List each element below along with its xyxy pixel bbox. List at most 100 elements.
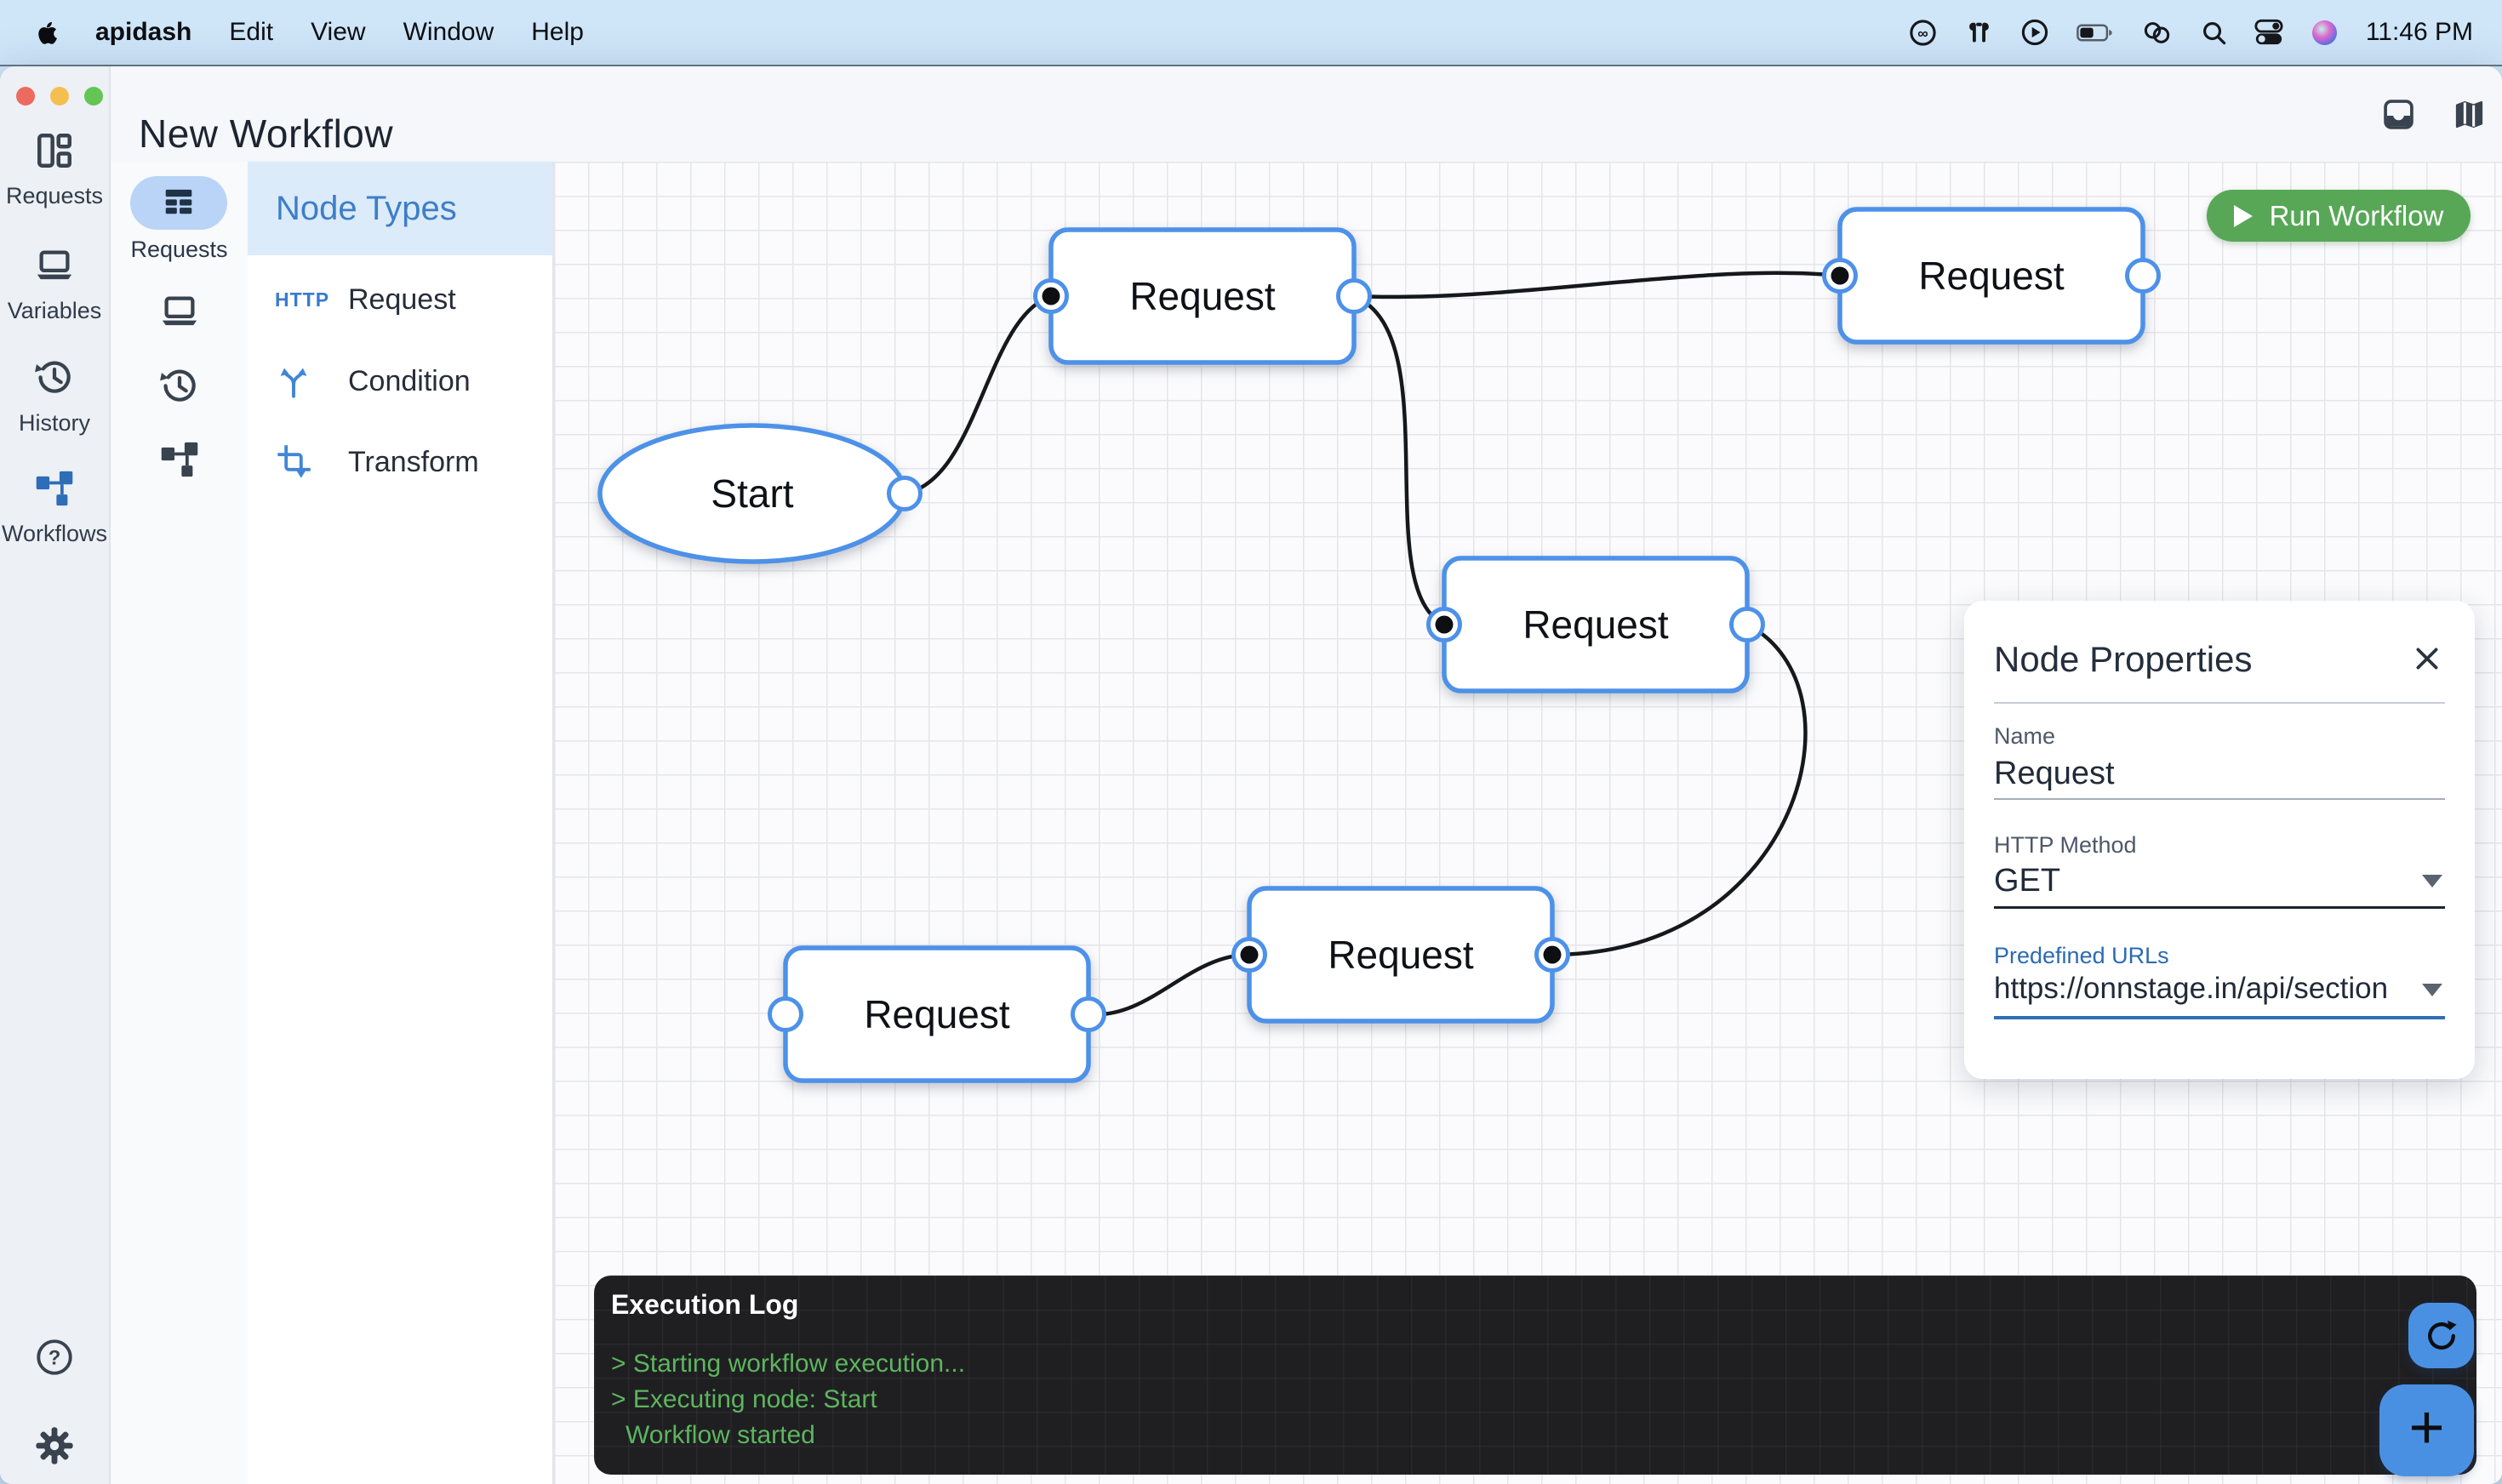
spotlight-search-status-icon[interactable] — [2201, 20, 2227, 46]
sidebar-item-label: History — [18, 410, 90, 436]
node-palette-title: Node Types — [276, 189, 457, 227]
sidebar-item-label: Variables — [7, 298, 102, 323]
palette-item-transform[interactable]: Transform — [248, 430, 552, 494]
help-button[interactable]: ? — [0, 1336, 109, 1383]
branch-icon — [275, 362, 326, 400]
sidebar2-item-history[interactable] — [111, 364, 248, 413]
settings-button[interactable] — [0, 1424, 109, 1471]
sidebar-item-requests[interactable]: Requests — [0, 128, 109, 209]
siri-status-icon[interactable] — [2311, 19, 2339, 47]
menu-item-help[interactable]: Help — [531, 18, 584, 46]
laptop-icon — [32, 243, 77, 292]
run-workflow-button[interactable]: Run Workflow — [2207, 190, 2471, 242]
name-field-underline — [1994, 798, 2445, 800]
menu-item-edit[interactable]: Edit — [229, 18, 274, 46]
execution-log: Execution Log > Starting workflow execut… — [594, 1276, 2476, 1475]
sidebar-item-requests-active[interactable] — [130, 176, 227, 230]
sidebar-item-label: Workflows — [1, 521, 108, 546]
name-field-label: Name — [1994, 723, 2056, 749]
node-palette-header: Node Types — [248, 162, 552, 255]
port-dot — [1240, 945, 1259, 964]
apple-menu-icon[interactable] — [35, 19, 58, 47]
port-request-1[interactable] — [1336, 278, 1372, 314]
plus-icon: + — [2408, 1394, 2445, 1462]
node-label-request-5: Request — [864, 992, 1010, 1036]
play-circle-status-icon[interactable] — [2020, 18, 2049, 47]
chevron-down-icon[interactable] — [2422, 875, 2442, 888]
secondary-sidebar: Requests — [111, 162, 248, 1484]
sidebar2-item-workflow[interactable] — [111, 437, 248, 486]
menu-item-window[interactable]: Window — [403, 18, 494, 46]
sidebar-item-history[interactable]: History — [0, 356, 109, 437]
sidebar-item-variables[interactable]: Variables — [0, 243, 109, 324]
minimize-window-button[interactable] — [50, 87, 69, 106]
window-controls — [0, 87, 111, 106]
log-line: > Executing node: Start — [611, 1385, 877, 1413]
port-dot — [1831, 266, 1849, 285]
window-header: New Workflow — [111, 66, 2502, 162]
tray-icon[interactable] — [2383, 99, 2414, 134]
help-icon: ? — [33, 1336, 76, 1383]
edge-request-1-to-request-3 — [1351, 294, 1447, 627]
name-field-value[interactable]: Request — [1994, 756, 2115, 791]
edge-request-5-to-request-4 — [1086, 952, 1252, 1017]
page-title: New Workflow — [139, 111, 394, 156]
port-dot — [1042, 287, 1060, 305]
edge-request-1-to-request-2 — [1351, 271, 1842, 300]
play-icon — [2233, 204, 2253, 227]
port-start[interactable] — [887, 476, 923, 511]
zoom-window-button[interactable] — [84, 87, 103, 106]
edge-request-3-to-request-4 — [1550, 622, 1808, 957]
list-icon — [158, 180, 199, 225]
palette-item-condition[interactable]: Condition — [248, 349, 552, 414]
divider — [1994, 702, 2445, 704]
battery-status-icon[interactable] — [2076, 23, 2114, 43]
sidebar-item-workflows[interactable]: Workflows — [0, 466, 109, 547]
node-label-request-2: Request — [1918, 254, 2065, 298]
handoff-link-status-icon[interactable] — [2141, 20, 2174, 46]
control-center-status-icon[interactable] — [2254, 18, 2283, 47]
port-request-5[interactable] — [768, 996, 803, 1032]
workflow-icon — [32, 466, 77, 515]
properties-title: Node Properties — [1994, 639, 2253, 679]
node-label-request-3: Request — [1522, 602, 1669, 647]
menu-bar: apidash Edit View Window Help ∞ 11:46 PM — [0, 0, 2502, 66]
workflow-icon — [157, 437, 202, 486]
close-icon[interactable] — [2412, 643, 2442, 678]
port-request-3[interactable] — [1729, 607, 1765, 642]
close-window-button[interactable] — [16, 87, 35, 106]
airpods-status-icon[interactable] — [1965, 19, 1993, 47]
dashboard-icon — [32, 128, 77, 177]
run-workflow-label: Run Workflow — [2269, 199, 2444, 231]
menu-item-view[interactable]: View — [311, 18, 366, 46]
urls-field-value[interactable]: https://onnstage.in/api/section — [1994, 972, 2389, 1005]
node-label-start: Start — [711, 471, 793, 516]
creative-cloud-status-icon[interactable]: ∞ — [1908, 18, 1938, 48]
node-label-request-1: Request — [1129, 274, 1276, 318]
port-dot — [1435, 615, 1454, 634]
port-request-5[interactable] — [1071, 996, 1106, 1032]
refresh-button[interactable] — [2408, 1303, 2474, 1368]
menu-app-name[interactable]: apidash — [95, 18, 192, 46]
port-dot — [1543, 945, 1562, 964]
execution-log-title: Execution Log — [611, 1289, 799, 1320]
menu-clock[interactable]: 11:46 PM — [2365, 18, 2473, 46]
add-node-button[interactable]: + — [2379, 1384, 2474, 1476]
log-line: Workflow started — [626, 1421, 815, 1449]
map-icon[interactable] — [2453, 99, 2485, 134]
chevron-down-icon[interactable] — [2422, 984, 2442, 996]
http-icon: HTTP — [275, 288, 330, 311]
palette-item-label: Request — [348, 283, 456, 316]
port-request-2[interactable] — [2125, 258, 2161, 294]
method-field-label: HTTP Method — [1994, 832, 2137, 858]
method-field-value[interactable]: GET — [1994, 863, 2061, 899]
node-properties-panel: Node Properties Name Request HTTP Method… — [1964, 601, 2475, 1079]
sidebar2-item-laptop[interactable] — [111, 289, 248, 338]
settings-icon — [33, 1424, 76, 1471]
palette-item-request[interactable]: HTTP Request — [248, 267, 552, 332]
